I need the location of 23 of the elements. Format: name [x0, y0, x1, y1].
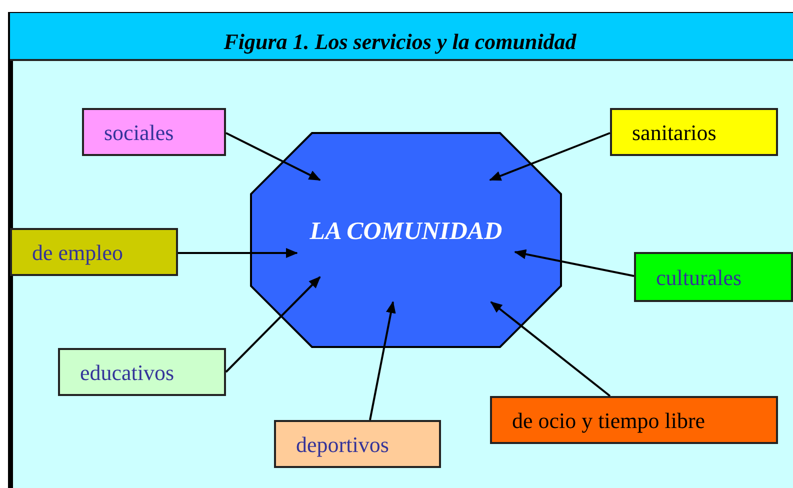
center-label: LA COMUNIDAD — [310, 217, 502, 248]
service-label: culturales — [656, 264, 742, 292]
service-label: deportivos — [296, 430, 389, 459]
service-box — [274, 420, 441, 468]
service-box — [82, 108, 226, 156]
service-label: sociales — [104, 118, 174, 146]
service-box — [490, 396, 778, 444]
service-label: de empleo — [32, 238, 124, 267]
arrow — [369, 301, 396, 420]
service-box — [10, 228, 178, 276]
arrow — [178, 248, 298, 258]
service-label: educativos — [80, 358, 174, 386]
service-box — [634, 252, 793, 302]
service-label: sanitarios — [632, 118, 716, 146]
figure-title: Figura 1. Los servicios y la comunidad — [224, 28, 576, 56]
arrow — [226, 132, 321, 181]
arrow — [225, 276, 321, 373]
service-box — [610, 108, 778, 156]
arrow — [514, 249, 634, 277]
arrow — [490, 301, 611, 397]
arrow — [489, 132, 610, 181]
service-label: de ocio y tiempo libre — [512, 406, 706, 435]
service-box — [58, 348, 226, 396]
